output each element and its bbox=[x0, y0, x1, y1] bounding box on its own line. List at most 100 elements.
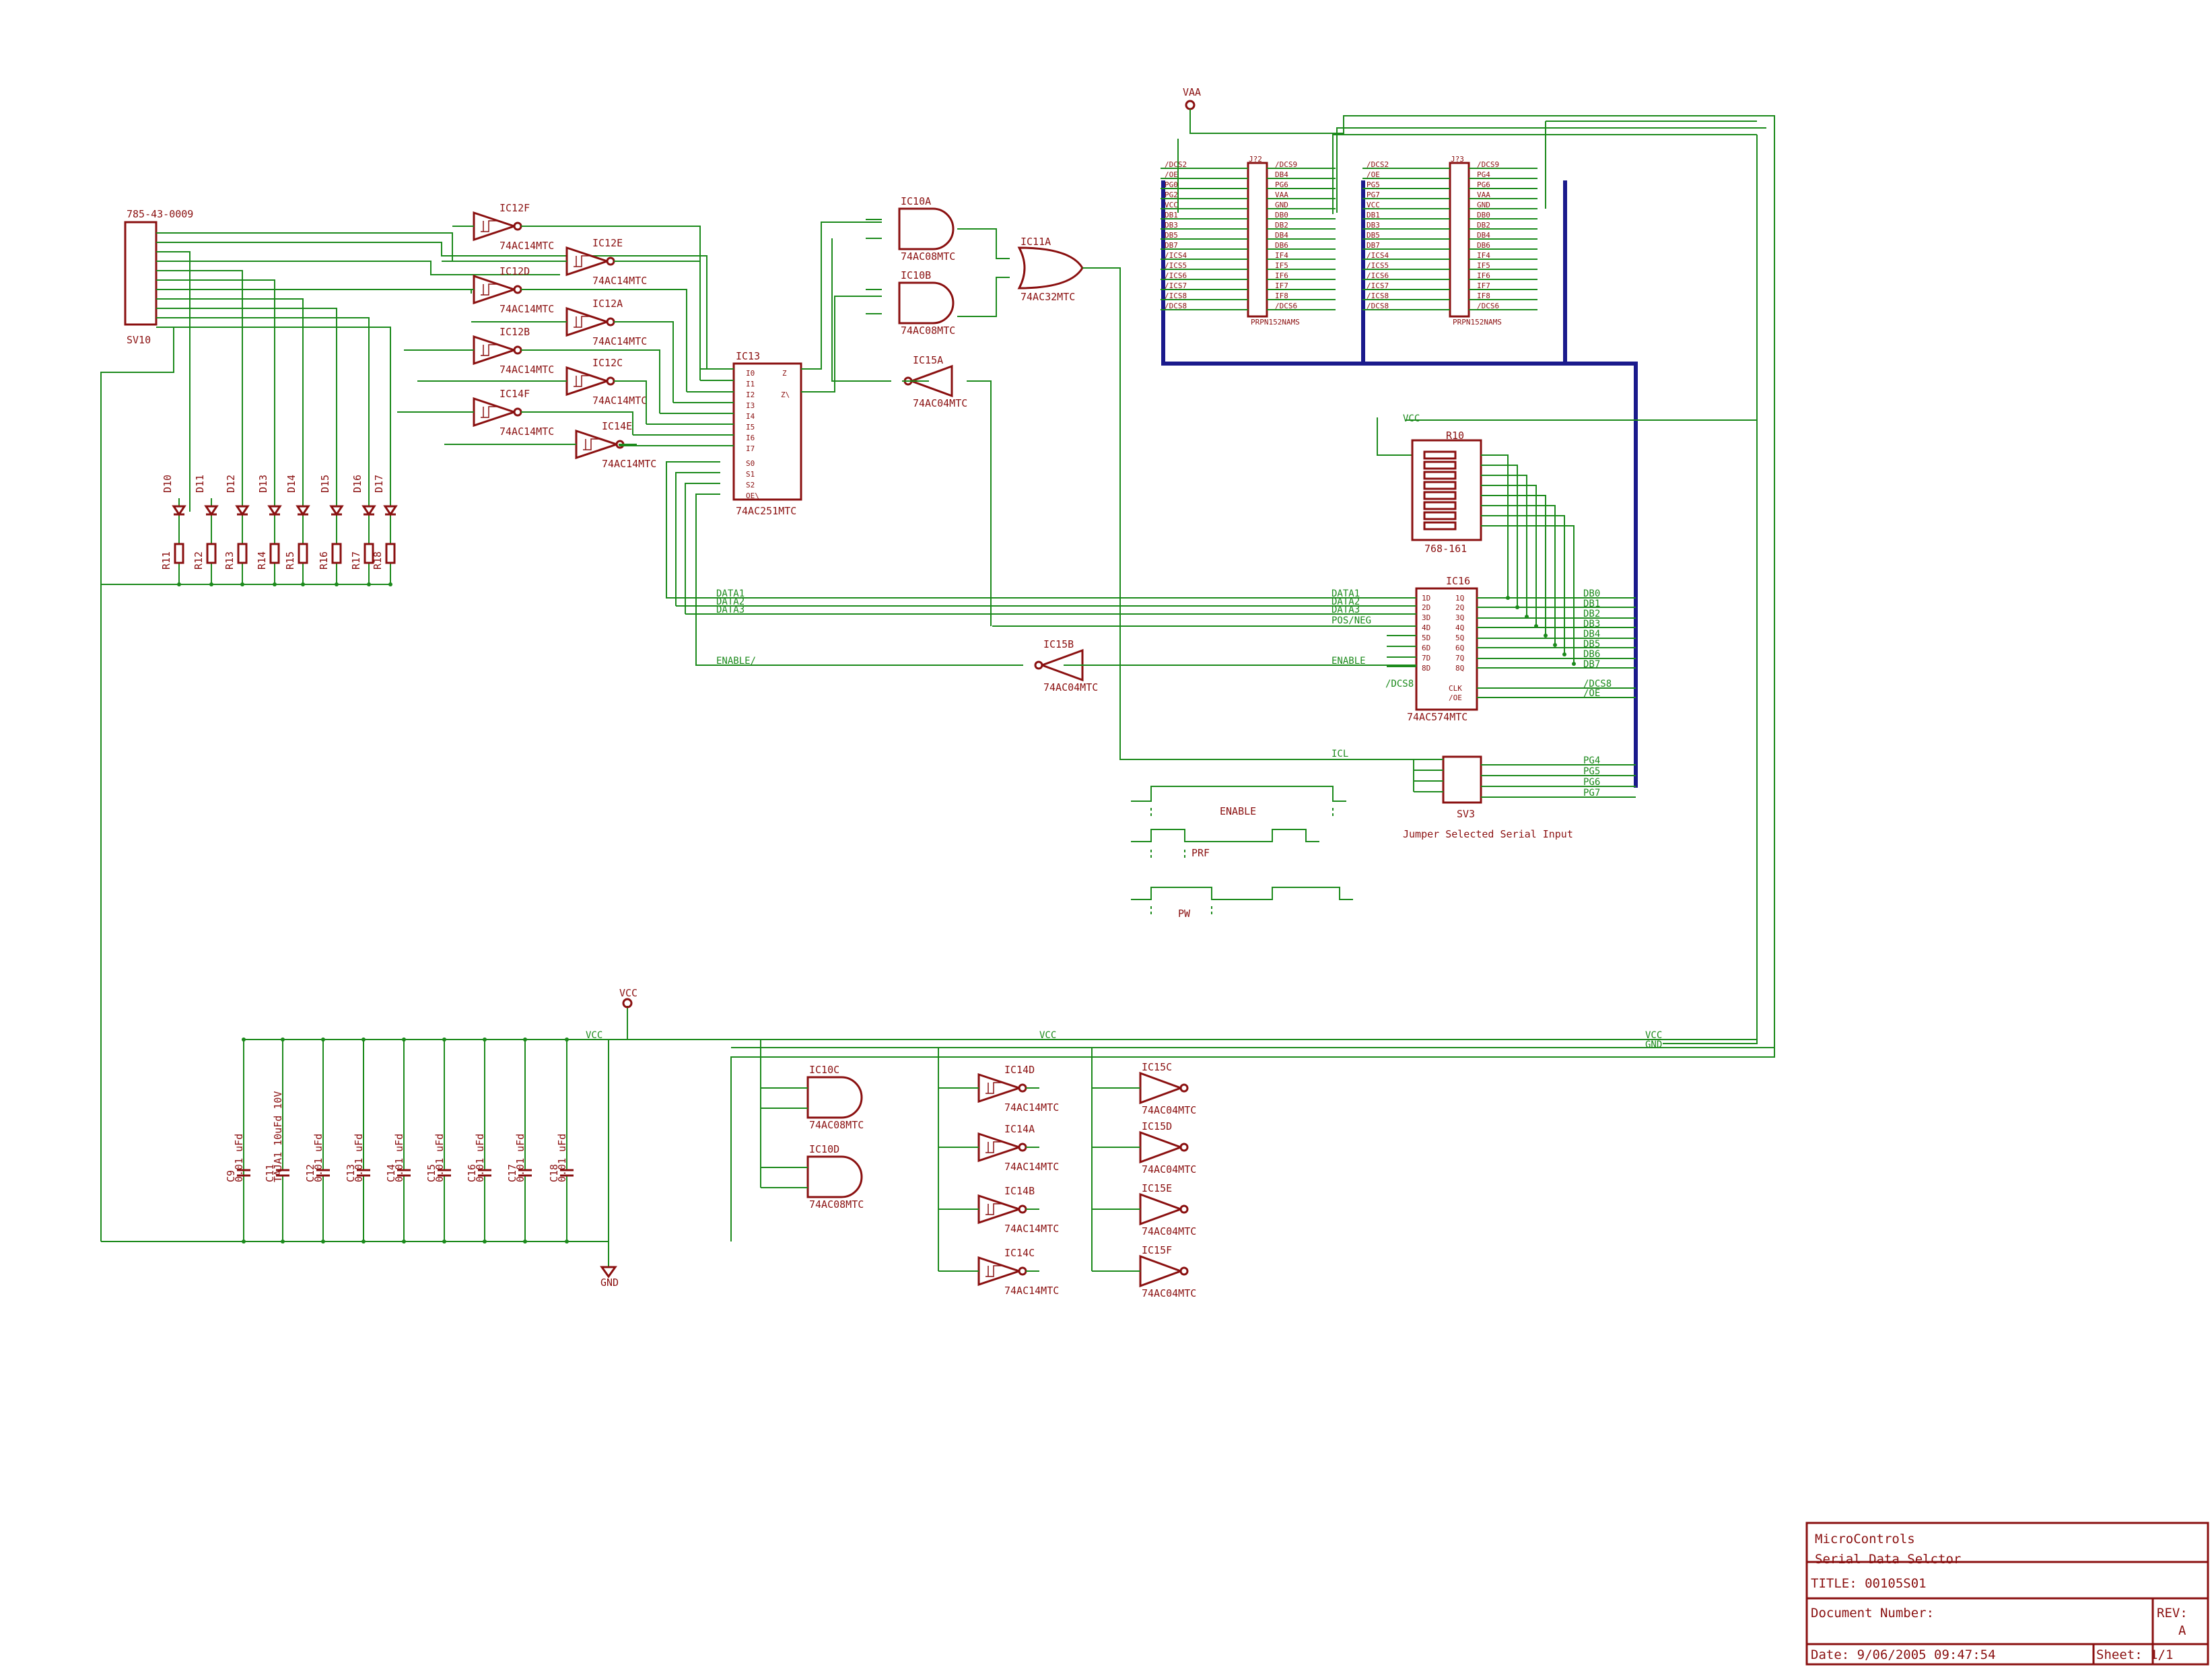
svg-text:OE\: OE\ bbox=[746, 491, 759, 500]
led-label: D16 bbox=[351, 475, 364, 493]
jleft-pin-right: DB0 bbox=[1275, 211, 1288, 219]
resistor-label: R11 bbox=[160, 551, 172, 570]
jleft-pin-right: /DCS6 bbox=[1275, 302, 1297, 310]
inverter-part: 74AC14MTC bbox=[499, 240, 554, 252]
jright-pin-left: DB5 bbox=[1367, 231, 1380, 240]
top-connector-left: J?2 PRPN152NAMS bbox=[1247, 155, 1300, 327]
svg-text:7D: 7D bbox=[1422, 654, 1430, 662]
resistor-label: R18 bbox=[372, 551, 384, 570]
net-dcs8-r: /DCS8 bbox=[1583, 679, 1612, 689]
svg-text:8D: 8D bbox=[1422, 664, 1430, 673]
ic16-part: 74AC574MTC bbox=[1407, 711, 1467, 723]
gate-label: IC10A bbox=[901, 195, 931, 207]
gate-part: 74AC08MTC bbox=[901, 250, 955, 263]
net-enable-r: ENABLE bbox=[1332, 656, 1366, 667]
cap-value: 0.01 uFd bbox=[434, 1134, 446, 1182]
svg-text:I6: I6 bbox=[746, 434, 755, 442]
ic13-part: 74AC251MTC bbox=[736, 505, 796, 517]
jleft-pin-left: PG0 bbox=[1165, 180, 1178, 189]
jright-pin-left: DB1 bbox=[1367, 211, 1380, 219]
svg-text:Z: Z bbox=[782, 369, 787, 378]
gate-part: 74AC08MTC bbox=[901, 325, 955, 337]
j-left-part: PRPN152NAMS bbox=[1251, 318, 1300, 327]
net-vcc-2: VCC bbox=[1039, 1030, 1056, 1041]
jright-pin-right: IF6 bbox=[1477, 271, 1490, 280]
cap-label: C9 bbox=[225, 1170, 237, 1182]
cap-label: C14 bbox=[385, 1164, 397, 1182]
power-top-wires bbox=[730, 109, 1775, 1241]
leds: D10R11D11R12D12R13D13R14D14R15D15R16D16R… bbox=[160, 475, 398, 586]
inverter-label: IC12C bbox=[592, 357, 623, 369]
tb-rev-label: REV: bbox=[2157, 1606, 2188, 1621]
jright-pin-right: IF8 bbox=[1477, 292, 1490, 300]
jright-pin-right: DB6 bbox=[1477, 241, 1490, 250]
gnd-label: GND bbox=[600, 1277, 619, 1289]
jright-pin-right: GND bbox=[1477, 201, 1490, 209]
timing-enable: ENABLE bbox=[1220, 805, 1256, 817]
led-label: D13 bbox=[257, 475, 269, 493]
top-connector-right: J?3 PRPN152NAMS bbox=[1449, 155, 1502, 327]
inverter-label: IC14F bbox=[499, 388, 530, 400]
cap-label: C12 bbox=[304, 1164, 316, 1182]
svg-text:4Q: 4Q bbox=[1455, 623, 1464, 632]
resistor-label: R12 bbox=[193, 551, 205, 570]
jleft-pin-right: /DCS9 bbox=[1275, 160, 1297, 169]
r10-part: 768-161 bbox=[1424, 543, 1467, 555]
inverter-label: IC14E bbox=[602, 420, 632, 432]
net-vcc-r10: VCC bbox=[1403, 413, 1420, 424]
net-db5: DB5 bbox=[1583, 639, 1600, 650]
bottom-power-wires bbox=[101, 1006, 1774, 1272]
jleft-pin-right: PG6 bbox=[1275, 180, 1288, 189]
svg-text:I0: I0 bbox=[746, 369, 755, 378]
sv3-jumper: SV3 Jumper Selected Serial Input bbox=[1403, 755, 1573, 840]
jright-pin-right: /DCS9 bbox=[1477, 160, 1499, 169]
j-left-name: J?2 bbox=[1249, 155, 1262, 164]
jright-pin-left: /ICS5 bbox=[1367, 261, 1389, 270]
ic16-wires bbox=[666, 498, 1636, 698]
schmitt-inverter: IC14A 74AC14MTC bbox=[963, 1123, 1059, 1173]
vcc-source: VCC bbox=[619, 987, 637, 1009]
led-label: D12 bbox=[225, 475, 237, 493]
tb-company: MicroControls bbox=[1815, 1532, 1915, 1546]
inverter-part: 74AC14MTC bbox=[499, 364, 554, 376]
gate-part: 74AC04MTC bbox=[1142, 1225, 1196, 1237]
gate-label: IC15D bbox=[1142, 1120, 1172, 1132]
inverter-label: IC14A bbox=[1004, 1123, 1035, 1135]
sv3-wires bbox=[1407, 759, 1636, 798]
data-bus bbox=[1161, 180, 1638, 788]
net-enable: ENABLE/ bbox=[716, 656, 756, 667]
gate-part: 74AC08MTC bbox=[809, 1198, 864, 1211]
jright-pin-left: VCC bbox=[1367, 201, 1380, 209]
cap-label: C15 bbox=[425, 1164, 438, 1182]
tb-title: TITLE: 00105S01 bbox=[1811, 1576, 1927, 1591]
net-gnd-1: GND bbox=[1645, 1040, 1662, 1050]
svg-text:I5: I5 bbox=[746, 423, 755, 432]
resistor-label: R13 bbox=[223, 551, 236, 570]
jright-pin-left: PG7 bbox=[1367, 191, 1380, 199]
net-oe: /OE bbox=[1583, 688, 1600, 699]
sv10-name: SV10 bbox=[127, 334, 151, 346]
inverter-part: 74AC14MTC bbox=[1004, 1161, 1059, 1173]
net-data2: DATA2 bbox=[716, 597, 745, 607]
jleft-pin-right: IF4 bbox=[1275, 251, 1288, 260]
gate-part: 74AC04MTC bbox=[1043, 681, 1098, 693]
svg-text:3D: 3D bbox=[1422, 613, 1430, 622]
jright-pin-left: /ICS8 bbox=[1367, 292, 1389, 300]
jleft-pin-left: /ICS6 bbox=[1165, 271, 1187, 280]
vaa-source: VAA bbox=[1183, 86, 1201, 110]
jright-pin-right: DB0 bbox=[1477, 211, 1490, 219]
net-labels: DATA1 DATA2 DATA3 ENABLE/ DATA1 DATA2 DA… bbox=[586, 413, 1662, 1050]
